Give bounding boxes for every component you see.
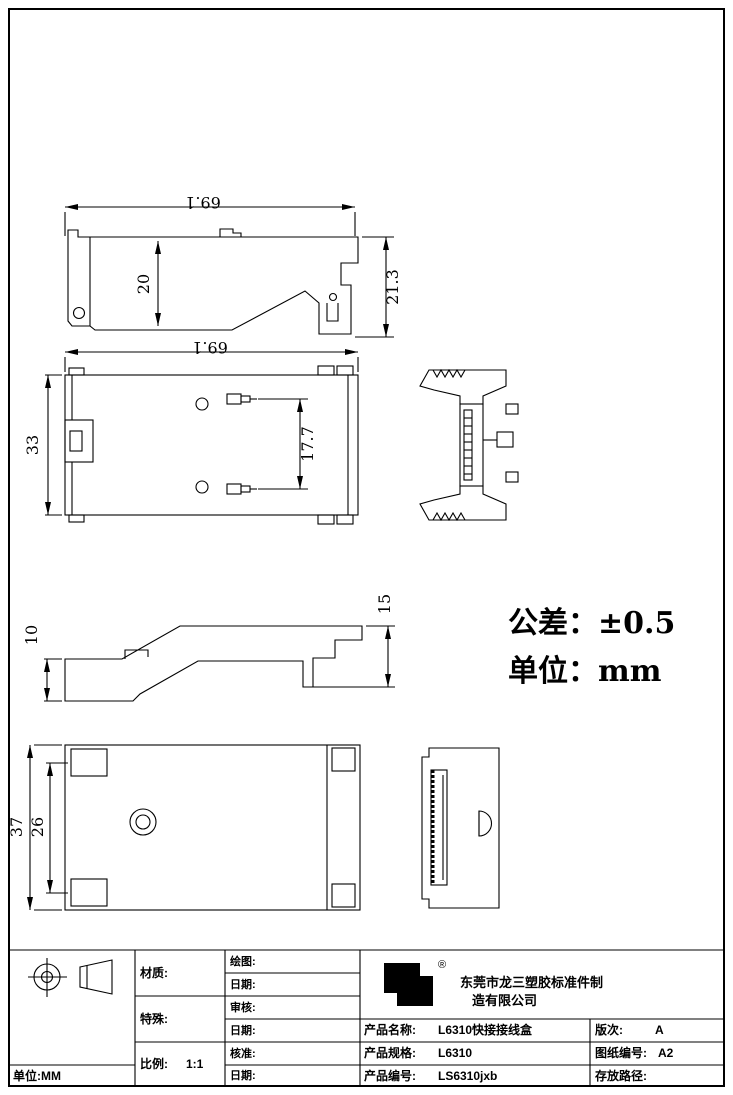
path-label: 存放路径: (595, 1069, 647, 1083)
revision-label: 版次: (595, 1023, 623, 1037)
dim-profile-right: 15 (375, 594, 394, 614)
sheet-border (8, 8, 725, 1087)
dim-plan-height: 33 (23, 435, 42, 455)
registered-mark: ® (438, 959, 446, 971)
dim-bottom-outer: 37 (7, 817, 26, 837)
view-end-lower (421, 747, 500, 909)
drawing-no-value: A2 (658, 1046, 674, 1060)
company-name-line1: 东莞市龙三塑胶标准件制 (460, 975, 604, 990)
product-no-value: LS6310jxb (438, 1069, 498, 1083)
unit-bottom-label: 单位:MM (13, 1069, 61, 1083)
view-plan: 69.1 33 17.7 (23, 338, 359, 525)
dim-side-inner-height: 20 (134, 274, 153, 294)
scale-label: 比例: (140, 1057, 168, 1071)
company-logo-icon: ® (384, 959, 446, 1006)
product-spec-label: 产品规格: (364, 1046, 416, 1060)
audit-label: 审核: (230, 1002, 256, 1014)
dim-side-total-height: 21.3 (383, 269, 402, 305)
product-name-label: 产品名称: (364, 1023, 416, 1037)
dim-plan-pitch: 17.7 (298, 426, 317, 462)
scale-value: 1:1 (186, 1057, 204, 1071)
company-name-line2: 造有限公司 (472, 993, 538, 1008)
date-label-1: 日期: (230, 979, 256, 991)
view-side-elevation: 69.1 20 21.3 (64, 193, 402, 338)
product-name-value: L6310快接接线盒 (438, 1023, 533, 1037)
date-label-2: 日期: (230, 1025, 256, 1037)
product-spec-value: L6310 (438, 1046, 473, 1060)
tolerance-note: 公差：±0.5 (508, 606, 675, 641)
special-label: 特殊: (140, 1012, 168, 1026)
dim-side-width: 69.1 (185, 193, 221, 212)
title-block-grid (9, 949, 724, 1086)
units-note: 单位：mm (508, 654, 662, 689)
approve-label: 核准: (230, 1048, 256, 1060)
view-end-upper (419, 368, 519, 522)
drawing-no-label: 图纸编号: (595, 1046, 647, 1060)
dim-plan-width: 69.1 (192, 338, 228, 357)
product-no-label: 产品编号: (364, 1069, 416, 1083)
dim-bottom-inner: 26 (28, 817, 47, 837)
date-label-3: 日期: (230, 1070, 256, 1082)
revision-value: A (655, 1023, 664, 1037)
view-profile: 10 15 (22, 594, 395, 702)
material-label: 材质: (140, 966, 168, 980)
view-bottom: 37 26 (7, 744, 361, 911)
draw-label: 绘图: (230, 956, 256, 968)
projection-symbol-icon (28, 958, 113, 997)
dim-profile-left: 10 (22, 625, 41, 645)
